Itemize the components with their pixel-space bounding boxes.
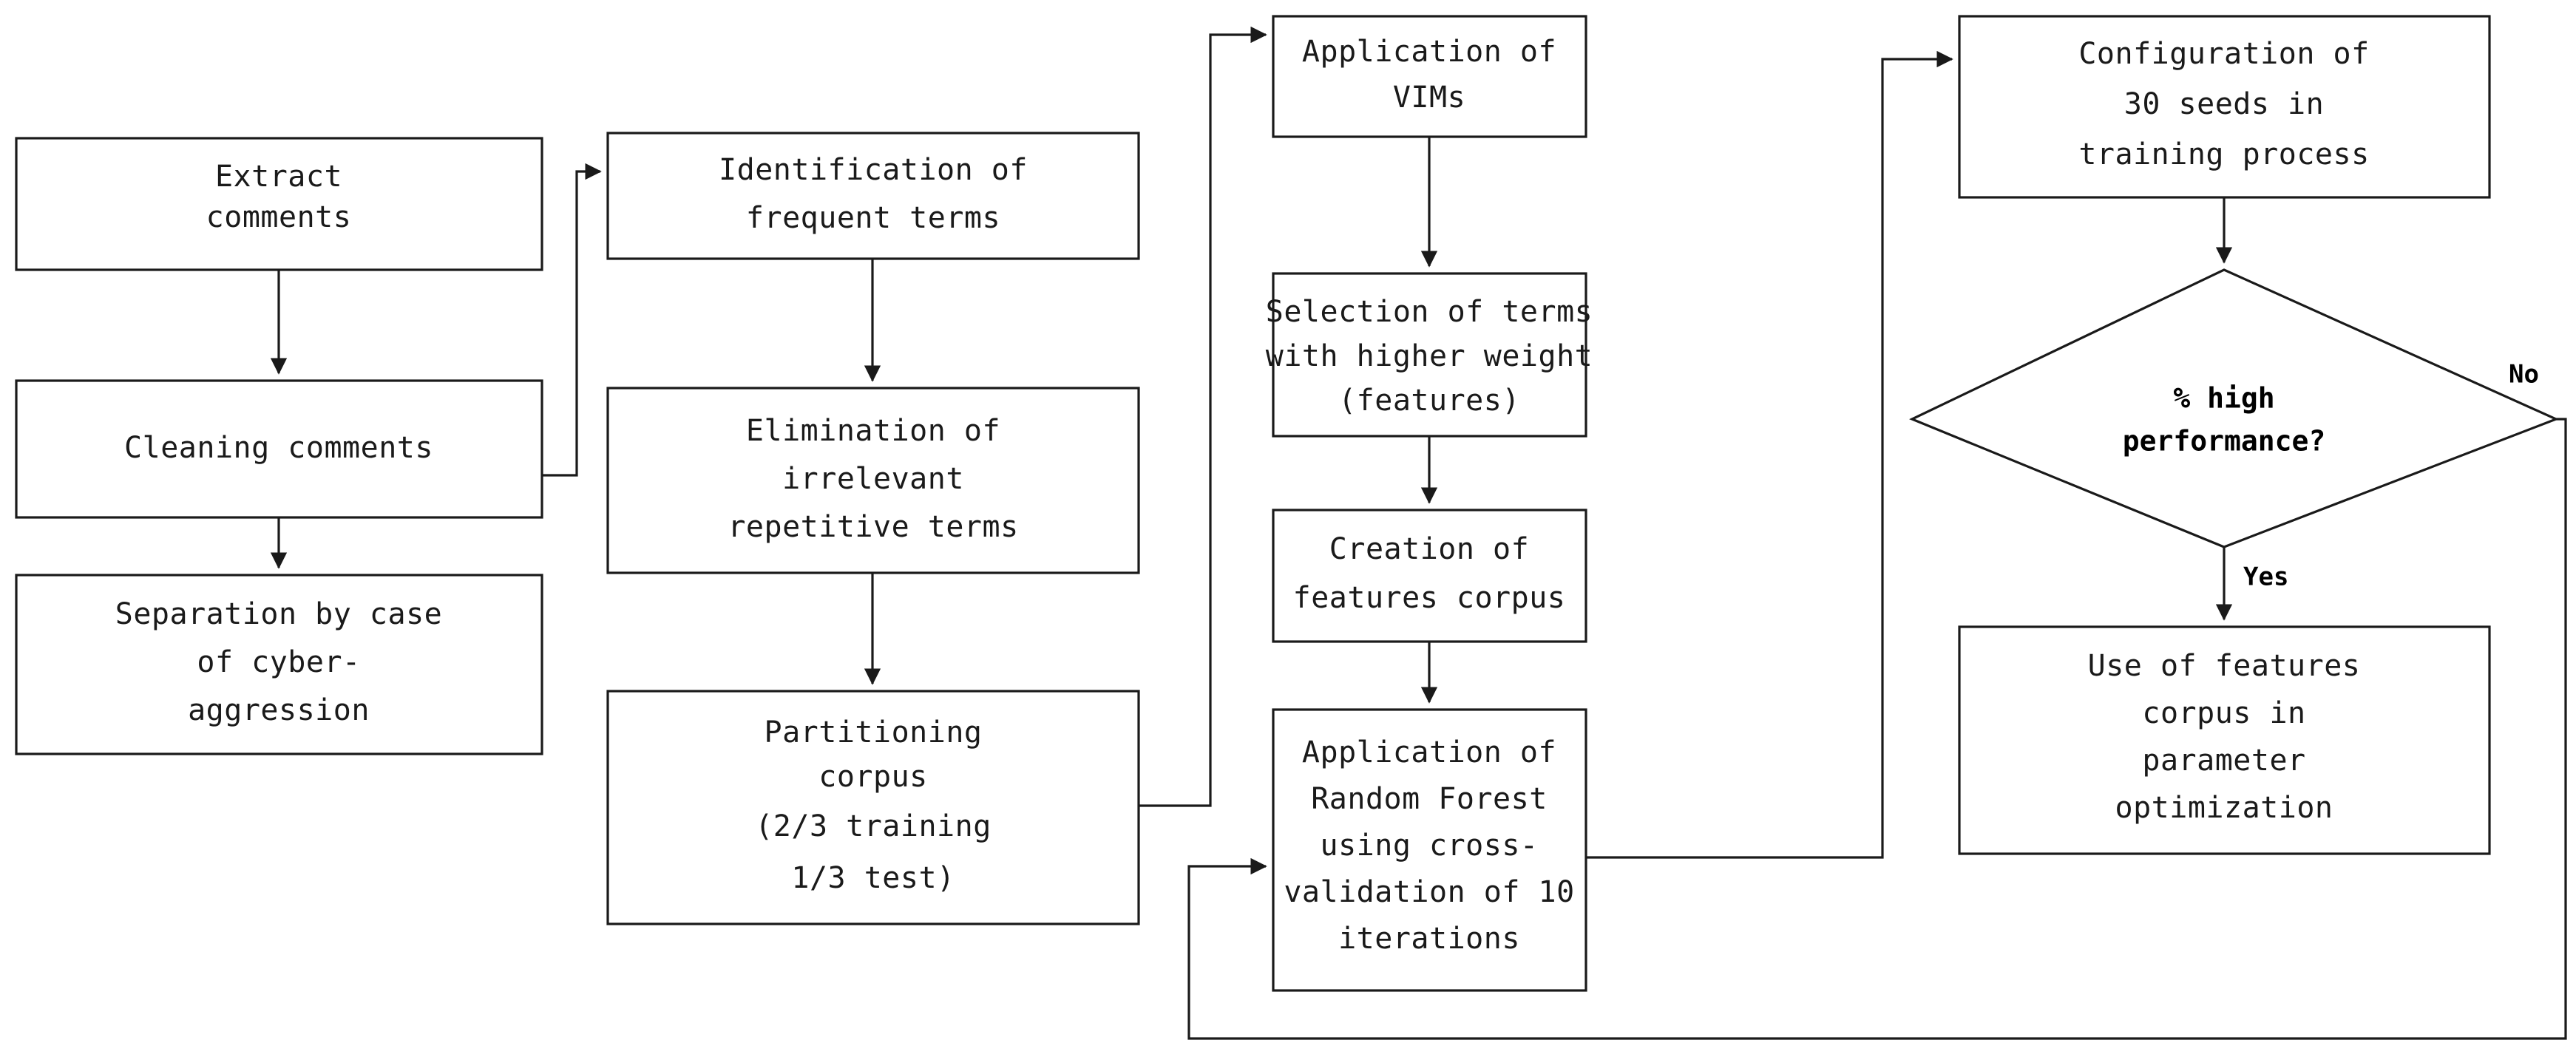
edge-labels: No Yes [2243,360,2539,592]
node-box [1272,509,1587,643]
node-line: (2/3 training [755,809,992,843]
node-line: Cleaning comments [124,431,433,465]
edge-random-forest-to-configuration [1586,50,1953,859]
node-line: 1/3 test) [791,861,955,895]
edge-label-no: No [2509,360,2539,390]
node-box [1958,625,2491,855]
connectors [270,26,2567,1040]
edge-decision-no-to-random-forest [1187,418,2567,1040]
node-box [1272,15,1587,138]
node-line: 30 seeds in [2124,87,2324,121]
node-line: Application of [1302,735,1556,769]
edge-partitioning-to-vims [1139,26,1267,807]
node-line: Application of [1302,35,1556,69]
node-box [1958,15,2491,199]
node-line: frequent terms [746,201,1000,235]
node-line: VIMs [1393,81,1465,115]
node-application-vims[interactable]: Application of VIMs [1272,15,1587,138]
node-line: repetitive terms [728,510,1018,544]
node-box [606,132,1140,260]
node-box [606,690,1140,925]
node-separation-by-case[interactable]: Separation by case of cyber- aggression [15,574,543,755]
node-line: Random Forest [1311,782,1548,816]
node-line: of cyber- [197,645,360,679]
node-line: Identification of [719,153,1028,187]
node-box [606,387,1140,574]
node-line: Creation of [1329,532,1529,566]
node-application-random-forest[interactable]: Application of Random Forest using cross… [1272,708,1587,992]
node-line: Use of features [2088,649,2361,683]
node-line: features corpus [1293,581,1566,615]
node-line: using cross- [1321,829,1539,863]
node-identification-terms[interactable]: Identification of frequent terms [606,132,1140,260]
node-box [15,379,543,519]
node-line: Selection of terms [1266,295,1593,329]
node-line: optimization [2115,791,2333,825]
node-line: training process [2078,137,2369,171]
node-elimination-terms[interactable]: Elimination of irrelevant repetitive ter… [606,387,1140,574]
node-line: Partitioning [765,716,983,750]
node-extract-comments[interactable]: Extract comments [15,137,543,271]
node-line: aggression [188,693,370,727]
node-line: Elimination of [746,414,1000,448]
node-line: with higher weight [1266,339,1593,373]
node-box [1272,708,1587,992]
edge-separation-to-identification [542,163,602,477]
decision-line: % high [2173,382,2274,415]
node-partitioning-corpus[interactable]: Partitioning corpus (2/3 training 1/3 te… [606,690,1140,925]
decision-line: performance? [2123,425,2326,458]
node-configuration-seeds[interactable]: Configuration of 30 seeds in training pr… [1958,15,2491,199]
node-line: comments [206,200,352,234]
node-box [15,137,543,271]
node-creation-features[interactable]: Creation of features corpus [1272,509,1587,643]
node-line: iterations [1338,922,1520,956]
node-high-performance-decision[interactable]: % high performance? [1909,268,2560,548]
node-line: Separation by case [115,597,442,631]
node-use-features-corpus[interactable]: Use of features corpus in parameter opti… [1958,625,2491,855]
node-line: validation of 10 [1284,875,1574,909]
node-line: (features) [1338,384,1520,418]
node-line: corpus [818,760,928,794]
edge-label-yes: Yes [2243,563,2288,592]
node-box [1272,272,1587,438]
node-line: parameter [2142,744,2305,778]
node-selection-terms[interactable]: Selection of terms with higher weight (f… [1266,272,1593,438]
node-line: irrelevant [782,462,964,496]
node-line: Extract [215,160,342,194]
node-cleaning-comments[interactable]: Cleaning comments [15,379,543,519]
node-line: corpus in [2142,696,2305,730]
node-box [15,574,543,755]
decision-diamond [1909,268,2560,548]
node-line: Configuration of [2078,37,2369,71]
